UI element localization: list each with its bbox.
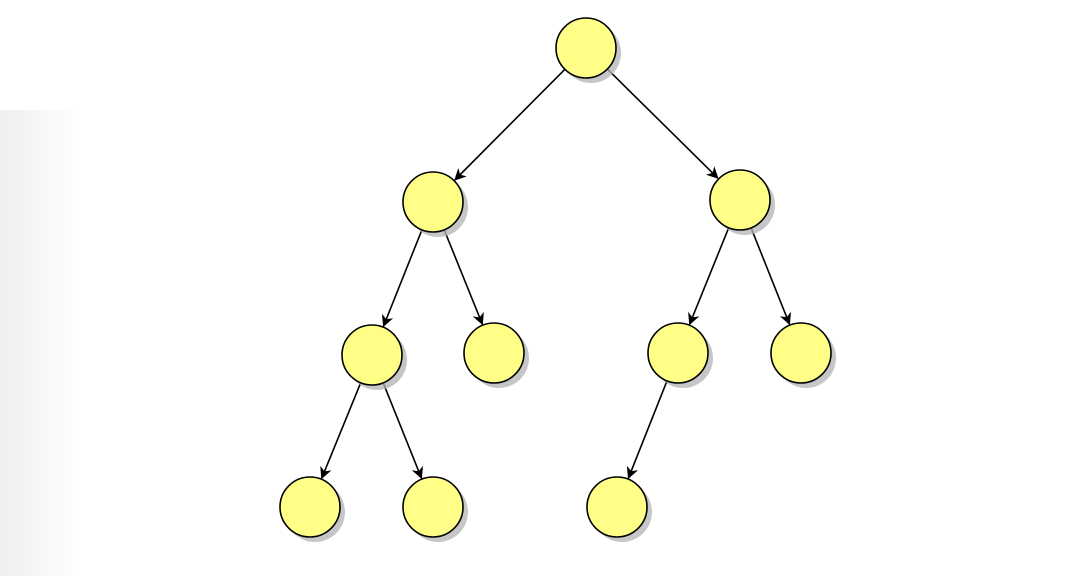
tree-node-rll xyxy=(586,476,652,542)
edge-rl-rll-arrow xyxy=(626,380,668,480)
tree-node-ll xyxy=(341,324,407,390)
node-circle xyxy=(709,169,771,231)
tree-node-lll xyxy=(279,476,345,542)
edge-root-r-arrow xyxy=(606,68,719,179)
left-edge-shadow xyxy=(0,110,80,576)
tree-node-l xyxy=(402,171,468,237)
edge-r-rr-arrow xyxy=(750,227,791,326)
edge-ll-llr-arrow xyxy=(382,382,423,480)
edge-root-l-arrow xyxy=(454,68,566,181)
node-circle xyxy=(586,476,648,538)
tree-node-lr xyxy=(463,322,529,388)
node-circle xyxy=(463,322,525,384)
tree-node-rl xyxy=(647,322,713,388)
node-circle xyxy=(555,17,617,79)
node-circle xyxy=(647,322,709,384)
edges-layer xyxy=(320,68,791,480)
node-circle xyxy=(279,476,341,538)
node-circle xyxy=(402,171,464,233)
tree-node-r xyxy=(709,169,775,235)
edge-l-ll-arrow xyxy=(382,229,423,328)
nodes-layer xyxy=(279,17,836,542)
tree-node-root xyxy=(555,17,621,83)
tree-node-llr xyxy=(402,476,468,542)
node-circle xyxy=(402,476,464,538)
edge-r-rl-arrow xyxy=(688,227,730,326)
node-circle xyxy=(770,322,832,384)
node-circle xyxy=(341,324,403,386)
tree-node-rr xyxy=(770,322,836,388)
edge-l-lr-arrow xyxy=(443,229,484,326)
edge-ll-lll-arrow xyxy=(320,382,362,480)
